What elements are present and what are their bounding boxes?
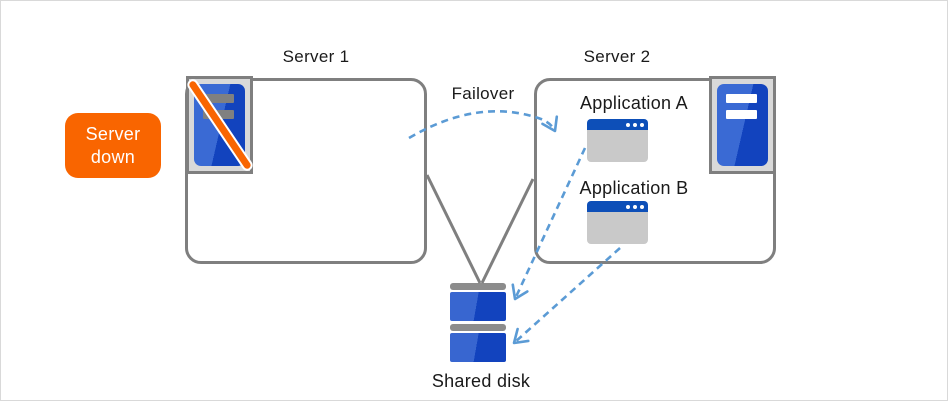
window-dot-icon xyxy=(626,123,630,127)
application-b-label: Application B xyxy=(579,178,689,198)
application-a-window-icon xyxy=(587,119,648,162)
server1-label: Server 1 xyxy=(282,47,350,66)
window-titlebar xyxy=(587,201,648,212)
server-down-badge: Server down xyxy=(65,113,161,178)
window-body xyxy=(587,212,648,244)
server-down-badge-line2: down xyxy=(90,146,136,167)
disk-cap xyxy=(450,324,506,331)
server1-tower-icon xyxy=(184,76,255,174)
shared-disk-label: Shared disk xyxy=(431,371,531,391)
window-dot-icon xyxy=(640,123,644,127)
application-b-window-icon xyxy=(587,201,648,244)
shared-disk-icon xyxy=(450,283,506,362)
window-body xyxy=(587,130,648,162)
server2-label: Server 2 xyxy=(583,47,651,66)
storage-link-lines xyxy=(425,174,535,284)
server-bar xyxy=(726,94,757,103)
server-bar xyxy=(203,94,234,103)
failover-label: Failover xyxy=(451,84,515,103)
server-bar xyxy=(726,110,757,119)
window-dot-icon xyxy=(633,123,637,127)
window-titlebar xyxy=(587,119,648,130)
server-down-badge-line1: Server xyxy=(85,124,141,144)
server2-tower-icon xyxy=(709,76,776,174)
disk-unit xyxy=(450,292,506,321)
disk-unit xyxy=(450,333,506,362)
window-dot-icon xyxy=(626,205,630,209)
server2-tower-body xyxy=(717,84,768,166)
window-dot-icon xyxy=(640,205,644,209)
window-dot-icon xyxy=(633,205,637,209)
disk-cap xyxy=(450,283,506,290)
application-a-label: Application A xyxy=(580,93,688,113)
